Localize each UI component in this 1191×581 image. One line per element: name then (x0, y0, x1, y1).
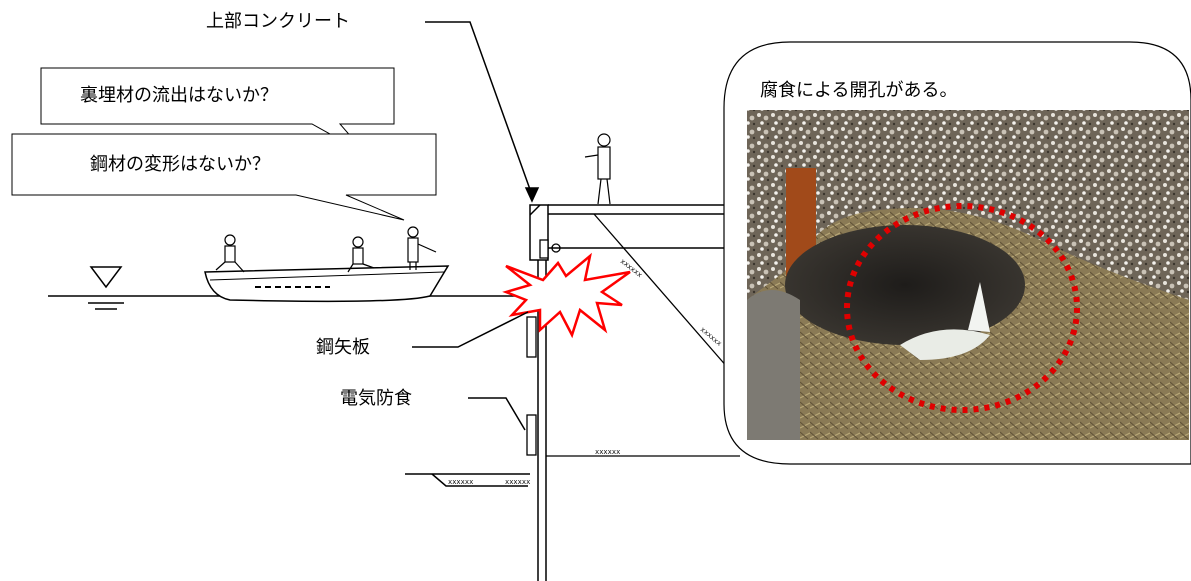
inspection-boat (204, 265, 450, 303)
damage-burst-icon (502, 252, 631, 339)
label-upper-concrete: 上部コンクリート (206, 11, 350, 32)
seabed-left: xxxxxx xxxxxx (405, 473, 530, 487)
worker-2 (347, 236, 375, 273)
photo-caption: 腐食による開孔がある。 (760, 80, 958, 101)
callout-backfill-text: 裏埋材の流出はないか？ (80, 85, 278, 106)
callout-deformation-text: 鋼材の変形はないか？ (90, 154, 270, 175)
leader-lines (412, 21, 540, 431)
svg-text:xxxxxx: xxxxxx (448, 478, 473, 486)
svg-text:xxxxxx: xxxxxx (595, 448, 620, 456)
svg-text:xxxxxx: xxxxxx (505, 478, 530, 486)
upper-concrete (529, 204, 740, 261)
anode-blocks (526, 239, 549, 456)
corrosion-highlight-circle (844, 203, 1080, 413)
label-steel-sheet-pile: 鋼矢板 (316, 337, 370, 358)
svg-text:xxxxxx: xxxxxx (699, 325, 724, 347)
deck-worker (584, 133, 611, 205)
corrosion-photo (747, 110, 1189, 440)
tie-rod-structure: xxxxxx xxxxxx xxxxxx (546, 213, 740, 457)
worker-1 (215, 234, 245, 273)
worker-3 (407, 226, 437, 270)
label-cathodic-protection: 電気防食 (340, 388, 412, 409)
boat-workers (215, 226, 437, 273)
callout-deformation-bubble (11, 133, 437, 221)
